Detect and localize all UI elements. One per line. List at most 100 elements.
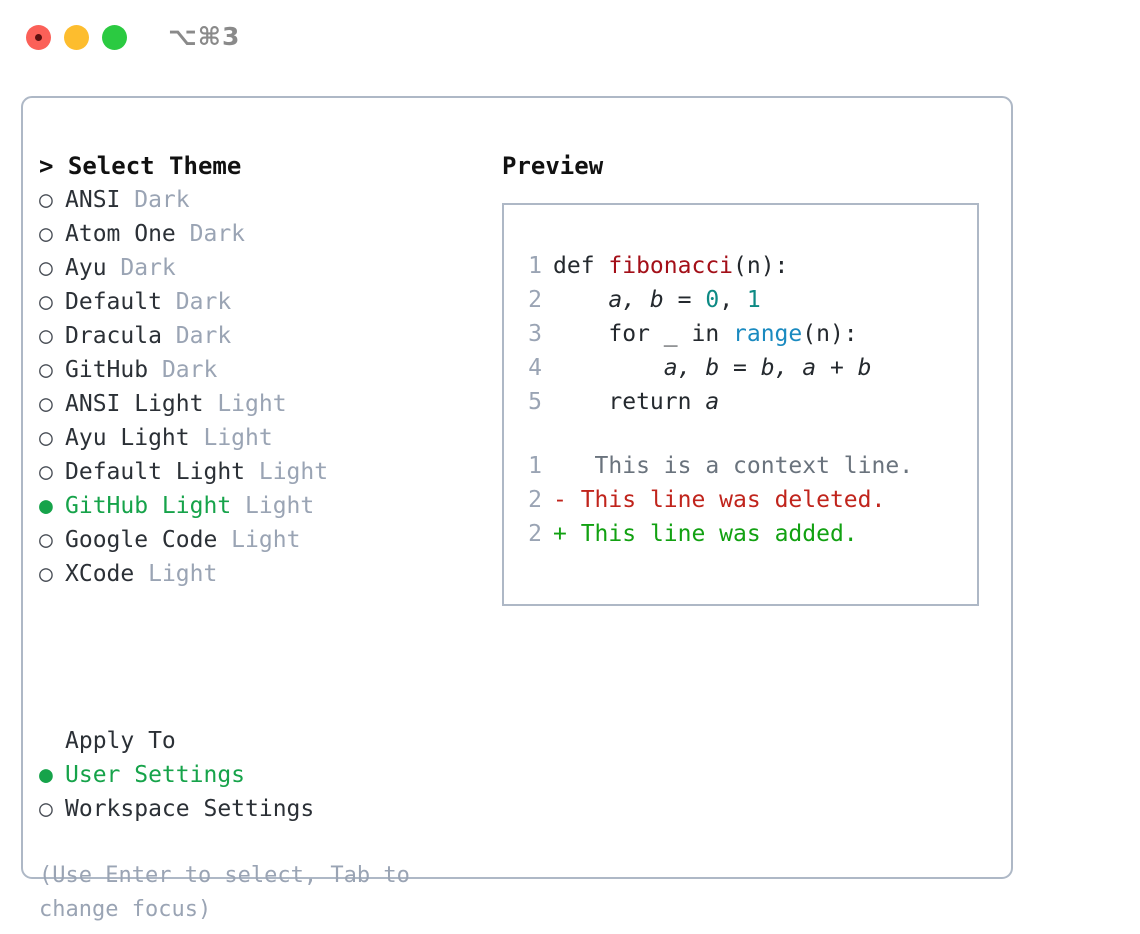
theme-name: Dracula bbox=[65, 323, 162, 349]
theme-name: ANSI Light bbox=[65, 391, 204, 417]
keyboard-shortcut-label: ⌥⌘3 bbox=[168, 22, 241, 51]
diff-line: 1 This is a context line. bbox=[516, 449, 969, 483]
code-token: return bbox=[553, 389, 706, 415]
apply-to-option[interactable]: ○Workspace Settings bbox=[39, 792, 479, 826]
code-token: for _ in bbox=[553, 321, 734, 347]
code-token: (n): bbox=[802, 321, 858, 347]
code-token: 1 bbox=[746, 287, 761, 313]
code-token bbox=[553, 287, 608, 313]
theme-kind-badge: Light bbox=[189, 425, 273, 451]
radio-selected-icon: ● bbox=[39, 493, 53, 519]
radio-unselected-icon: ○ bbox=[39, 323, 53, 349]
theme-name: GitHub Light bbox=[65, 493, 232, 519]
line-number: 2 bbox=[528, 287, 542, 313]
theme-list-item[interactable]: ○Ayu Dark bbox=[39, 251, 479, 285]
code-token: b, a + b bbox=[760, 355, 872, 381]
title-bar: ⌥⌘3 bbox=[0, 0, 1140, 78]
window-controls bbox=[26, 25, 127, 50]
code-line: 2 a, b = 0, 1 bbox=[516, 283, 969, 317]
code-line: 3 for _ in range(n): bbox=[516, 317, 969, 351]
keyboard-hint-text: (Use Enter to select, Tab to change focu… bbox=[39, 863, 410, 922]
section-title-apply-to: Apply To bbox=[65, 728, 176, 754]
diff-marker: - bbox=[553, 487, 567, 513]
main-panel: > Select Theme ○ANSI Dark○Atom One Dark○… bbox=[21, 96, 1013, 922]
theme-kind-badge: Dark bbox=[175, 221, 246, 247]
theme-list-item[interactable]: ○ANSI Dark bbox=[39, 183, 479, 217]
radio-selected-icon: ● bbox=[39, 762, 53, 788]
theme-kind-badge: Dark bbox=[120, 187, 190, 213]
apply-to-option[interactable]: ● User Settings bbox=[39, 758, 479, 792]
line-number: 4 bbox=[528, 355, 542, 381]
code-token: a, b bbox=[663, 355, 720, 381]
code-token: fibonacci bbox=[608, 253, 734, 279]
theme-list-item[interactable]: ○ Ayu Light Light bbox=[39, 421, 479, 455]
theme-list-item[interactable]: ○ Atom One Dark bbox=[39, 217, 479, 251]
theme-list-item[interactable]: ○Default Dark bbox=[39, 285, 479, 319]
theme-kind-badge: Light bbox=[217, 527, 301, 553]
code-line: 4 a, b = b, a + b bbox=[516, 351, 969, 385]
line-number: 5 bbox=[528, 389, 542, 415]
radio-unselected-icon: ○ bbox=[39, 527, 53, 553]
line-number: 1 bbox=[528, 253, 542, 279]
theme-list-item[interactable]: ○ Default Light Light bbox=[39, 455, 479, 489]
theme-name: Ayu Light bbox=[65, 425, 190, 451]
code-token: a, b bbox=[608, 287, 664, 313]
diff-marker bbox=[553, 453, 567, 479]
radio-unselected-icon: ○ bbox=[39, 425, 53, 451]
line-number: 1 bbox=[528, 453, 542, 479]
apply-to-label: Workspace Settings bbox=[65, 796, 315, 822]
theme-selector-panel: > Select Theme ○ANSI Dark○Atom One Dark○… bbox=[39, 149, 479, 591]
theme-name: Ayu bbox=[65, 255, 107, 281]
diff-text: This line was deleted. bbox=[566, 487, 886, 513]
theme-name: Atom One bbox=[65, 221, 176, 247]
code-line: 1 def fibonacci(n): bbox=[516, 249, 969, 283]
theme-kind-badge: Light bbox=[245, 459, 329, 485]
theme-kind-badge: Dark bbox=[161, 289, 232, 315]
minimize-button[interactable] bbox=[64, 25, 89, 50]
code-token: 0 bbox=[705, 287, 720, 313]
line-number: 3 bbox=[528, 321, 542, 347]
code-token: a bbox=[705, 389, 720, 415]
theme-list-item[interactable]: ○ Dracula Dark bbox=[39, 319, 479, 353]
code-token: (n): bbox=[733, 253, 789, 279]
code-spacer bbox=[516, 419, 969, 449]
diff-text: This line was added. bbox=[566, 521, 858, 547]
radio-unselected-icon: ○ bbox=[39, 289, 53, 315]
theme-list[interactable]: ○ANSI Dark○Atom One Dark○Ayu Dark○Defaul… bbox=[39, 183, 479, 591]
theme-kind-badge: Light bbox=[231, 493, 315, 519]
theme-list-item[interactable]: ● GitHub Light Light bbox=[39, 489, 479, 523]
theme-list-item[interactable]: ○XCode Light bbox=[39, 557, 479, 591]
preview-header: Preview bbox=[502, 149, 603, 183]
maximize-button[interactable] bbox=[102, 25, 127, 50]
theme-name: Default Light bbox=[65, 459, 246, 485]
code-token bbox=[553, 355, 664, 381]
code-token: , bbox=[719, 287, 747, 313]
code-token: def bbox=[553, 253, 609, 279]
apply-to-list[interactable]: ● User Settings ○Workspace Settings bbox=[39, 758, 479, 826]
radio-unselected-icon: ○ bbox=[39, 391, 53, 417]
theme-list-item[interactable]: ○Google Code Light bbox=[39, 523, 479, 557]
theme-list-item[interactable]: ○GitHub Dark bbox=[39, 353, 479, 387]
theme-kind-badge: Dark bbox=[161, 323, 232, 349]
radio-unselected-icon: ○ bbox=[39, 357, 53, 383]
code-token: range bbox=[733, 321, 803, 347]
radio-unselected-icon: ○ bbox=[39, 187, 53, 213]
code-token: = bbox=[719, 355, 761, 381]
section-title-preview: Preview bbox=[502, 152, 604, 180]
close-button[interactable] bbox=[26, 25, 51, 50]
theme-kind-badge: Light bbox=[134, 561, 218, 587]
section-title-select-theme: > Select Theme bbox=[39, 152, 242, 180]
theme-kind-badge: Dark bbox=[148, 357, 218, 383]
diff-text: This is a context line. bbox=[566, 453, 914, 479]
diff-marker: + bbox=[553, 521, 567, 547]
radio-unselected-icon: ○ bbox=[39, 221, 53, 247]
apply-to-label: User Settings bbox=[65, 762, 246, 788]
theme-list-item[interactable]: ○ANSI Light Light bbox=[39, 387, 479, 421]
apply-to-panel: Apply To ● User Settings ○Workspace Settin… bbox=[39, 724, 479, 826]
radio-unselected-icon: ○ bbox=[39, 459, 53, 485]
theme-kind-badge: Dark bbox=[106, 255, 176, 281]
code-token: = bbox=[663, 287, 706, 313]
